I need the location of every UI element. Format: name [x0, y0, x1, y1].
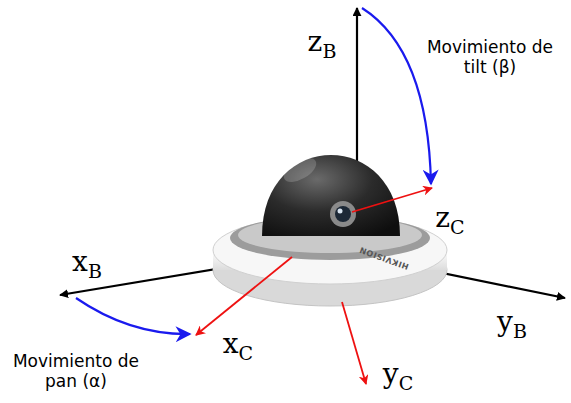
motion-arcs	[76, 8, 431, 334]
axis-letter: z	[435, 201, 450, 234]
axis-subscript: C	[450, 216, 465, 238]
axis-subscript: B	[322, 40, 336, 62]
axis-label: yC	[383, 358, 413, 390]
axis-label: xC	[223, 328, 253, 360]
axis-letter: x	[223, 327, 239, 360]
axis-label: xB	[72, 246, 102, 278]
axis-subscript: C	[399, 372, 414, 394]
axis-letter: y	[497, 305, 513, 338]
axis-label: yB	[497, 306, 527, 338]
motion-label: Movimiento de tilt (β)	[425, 38, 555, 77]
axis-label: zB	[308, 26, 337, 58]
axis-letter: z	[308, 25, 323, 58]
dome-camera	[213, 153, 447, 306]
axis-subscript: C	[239, 342, 254, 364]
axis-letter: x	[72, 245, 88, 278]
axis-subscript: B	[88, 260, 102, 282]
base-axes	[60, 8, 565, 298]
axis-letter: y	[383, 357, 399, 390]
camera-axes	[196, 188, 432, 384]
axis-subscript: B	[513, 320, 527, 342]
axis-label: zC	[435, 202, 464, 234]
motion-label: Movimiento de pan (α)	[6, 352, 146, 391]
